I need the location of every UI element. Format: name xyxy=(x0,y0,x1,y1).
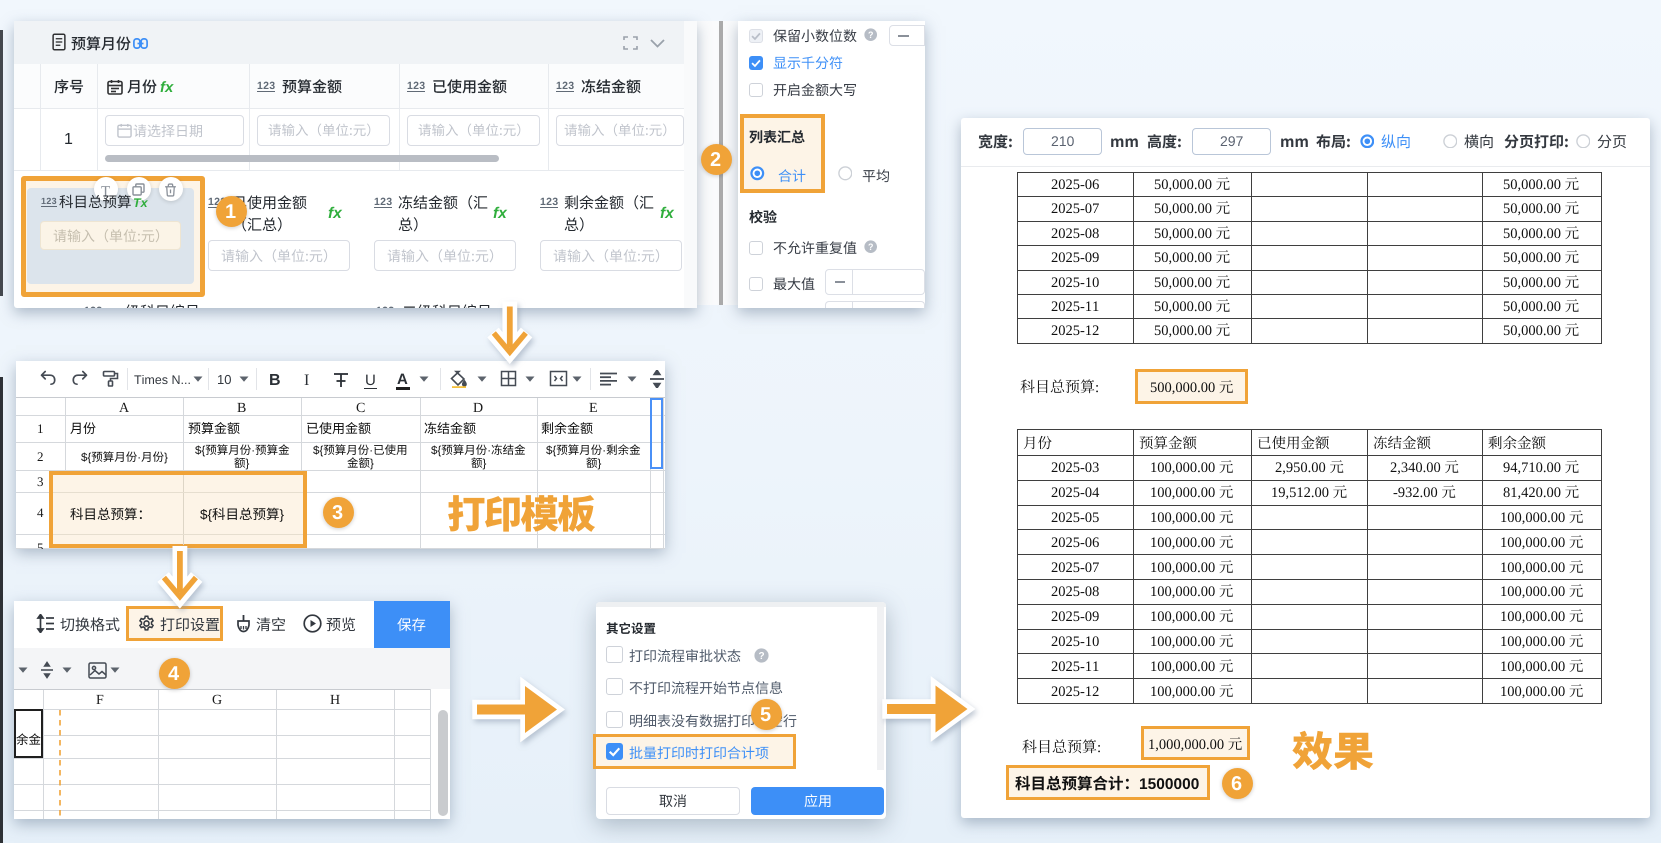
svg-text:?: ? xyxy=(868,242,873,252)
svg-text:?: ? xyxy=(868,30,873,40)
svg-text:?: ? xyxy=(758,651,764,662)
